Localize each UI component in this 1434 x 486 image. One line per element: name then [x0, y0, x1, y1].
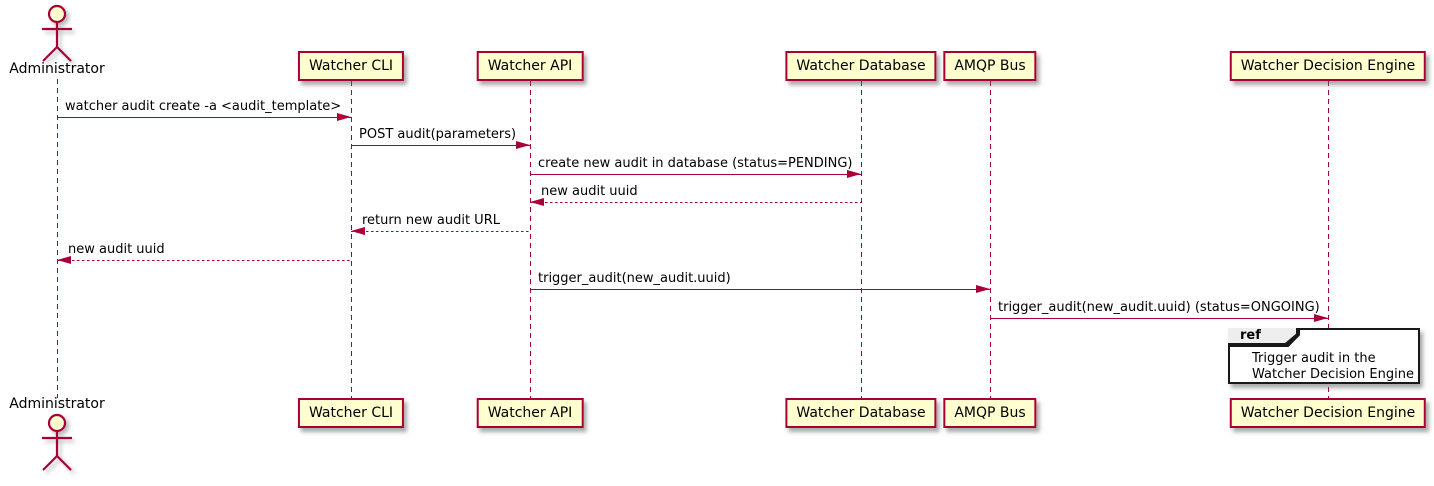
participant-box-bottom: Watcher CLI [297, 398, 405, 428]
lifeline [351, 81, 353, 398]
actor-icon-bottom [35, 413, 79, 475]
arrowhead [530, 198, 544, 206]
actor-label-top: Administrator [9, 61, 105, 77]
arrowhead [337, 113, 351, 121]
actor-stick-figure [42, 4, 72, 62]
arrowhead [351, 227, 365, 235]
lifeline [990, 81, 992, 398]
arrowhead [1314, 314, 1328, 322]
message-line [530, 289, 990, 291]
participant-box-top: AMQP Bus [943, 51, 1037, 81]
message-label: trigger_audit(new_audit.uuid) (status=ON… [998, 300, 1320, 315]
message-label: new audit uuid [68, 242, 165, 257]
ref-tab: ref [1228, 328, 1300, 347]
lifeline [861, 81, 863, 398]
lifeline [1328, 81, 1330, 398]
ref-fragment: ref Trigger audit in the Watcher Decisio… [1228, 328, 1420, 384]
arrowhead [57, 256, 71, 264]
message-line [530, 174, 861, 176]
arrowhead [976, 285, 990, 293]
participant-box-top: Watcher CLI [297, 51, 405, 81]
actor-label-bottom: Administrator [9, 396, 105, 412]
lifeline-actor [57, 79, 59, 398]
arrowhead [847, 170, 861, 178]
message-label: trigger_audit(new_audit.uuid) [538, 271, 731, 286]
ref-keyword: ref [1240, 328, 1261, 343]
message-label: return new audit URL [362, 213, 500, 228]
message-line [990, 318, 1328, 320]
participant-box-top: Watcher Database [785, 51, 937, 81]
message-line [530, 202, 861, 204]
lifeline [530, 81, 532, 398]
arrowhead [516, 141, 530, 149]
message-label: new audit uuid [541, 184, 638, 199]
participant-box-top: Watcher API [476, 51, 584, 81]
ref-tab-fill [1228, 328, 1296, 343]
actor-icon-top [35, 4, 79, 66]
actor-stick-figure [42, 413, 72, 471]
participant-box-bottom: Watcher API [476, 398, 584, 428]
message-line [351, 231, 530, 233]
message-line [57, 117, 351, 119]
message-line [57, 260, 351, 262]
ref-text-line-2: Watcher Decision Engine [1252, 367, 1414, 382]
message-line [351, 145, 530, 147]
participant-box-bottom: AMQP Bus [943, 398, 1037, 428]
message-label: POST audit(parameters) [359, 127, 517, 142]
participant-box-bottom: Watcher Decision Engine [1229, 398, 1427, 428]
participant-box-bottom: Watcher Database [785, 398, 937, 428]
participant-box-top: Watcher Decision Engine [1229, 51, 1427, 81]
message-label: watcher audit create -a <audit_template> [65, 99, 342, 114]
ref-text-line-1: Trigger audit in the [1252, 351, 1376, 366]
message-label: create new audit in database (status=PEN… [538, 156, 853, 171]
